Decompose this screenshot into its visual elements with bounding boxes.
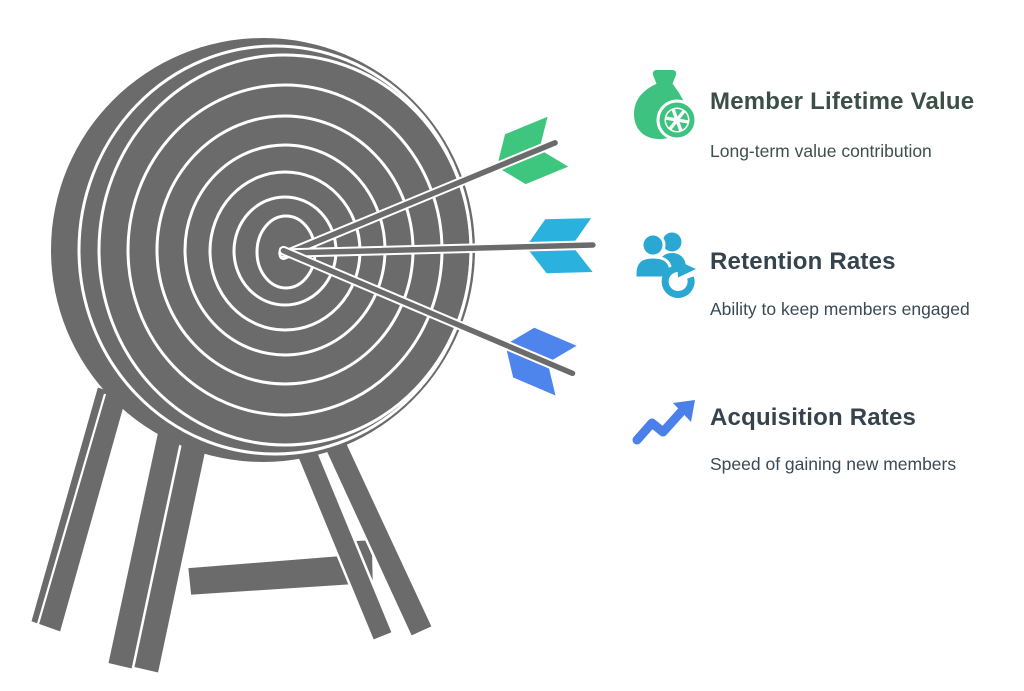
- stand-left-leg: [28, 384, 130, 635]
- money-bag-coin-icon: [632, 68, 698, 142]
- arrow-green-fletching: [498, 116, 569, 185]
- metrics-panel: Member Lifetime Value Long-term value co…: [632, 0, 1024, 691]
- list-item: Acquisition Rates Speed of gaining new m…: [632, 396, 1024, 496]
- item-description: Speed of gaining new members: [710, 454, 957, 474]
- trending-up-icon: [632, 398, 698, 448]
- item-title: Acquisition Rates: [710, 404, 917, 431]
- arrow-green: [278, 116, 569, 261]
- target-svg: [28, 38, 598, 676]
- list-item: Member Lifetime Value Long-term value co…: [632, 68, 1024, 178]
- item-title: Member Lifetime Value: [710, 88, 975, 115]
- members-refresh-icon: [632, 228, 698, 302]
- arrow-cyan: [278, 218, 598, 274]
- target-illustration: [28, 38, 598, 676]
- item-description: Long-term value contribution: [710, 141, 932, 161]
- arrow-blue-fletching: [506, 327, 577, 396]
- arrow-blue: [278, 245, 578, 396]
- arrow-cyan-shaft: [280, 242, 596, 256]
- arrow-green-shaft: [280, 140, 558, 259]
- stand-left-leg-highlight: [36, 393, 107, 625]
- item-title: Retention Rates: [710, 248, 896, 275]
- arrow-blue-shaft: [280, 247, 576, 377]
- target-stand: [28, 384, 435, 676]
- arrows: [278, 116, 598, 396]
- item-description: Ability to keep members engaged: [710, 299, 970, 319]
- board-disc: [51, 38, 475, 462]
- list-item: Retention Rates Ability to keep members …: [632, 228, 1024, 338]
- arrow-cyan-fletching: [528, 218, 593, 274]
